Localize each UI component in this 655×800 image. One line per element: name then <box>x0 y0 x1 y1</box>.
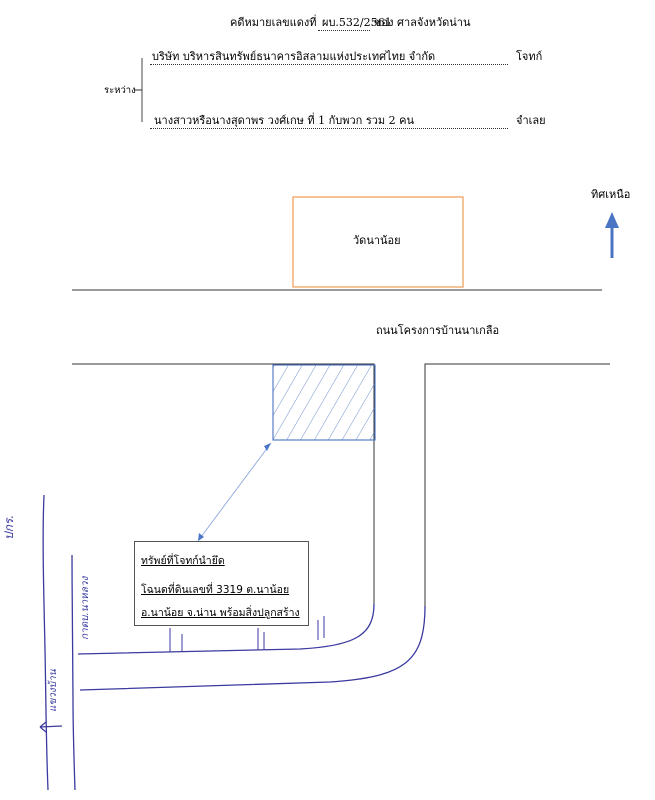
court-label: ของ ศาลจังหวัดน่าน <box>374 16 471 29</box>
property-parcel <box>272 364 376 441</box>
property-note-line1: โฉนดที่ดินเลขที่ 3319 ต.นาน้อย <box>141 584 290 596</box>
plaintiff-name: บริษัท บริหารสินทรัพย์ธนาคารอิสลามแห่งปร… <box>152 50 436 63</box>
case-number-dotline <box>318 30 370 31</box>
property-note-line2: อ.นาน้อย จ.น่าน พร้อมสิ่งปลูกสร้าง <box>141 607 300 619</box>
property-note-title: ทรัพย์ที่โจทก์นำยึด <box>141 555 225 567</box>
left-arrow-icon <box>39 721 63 733</box>
plaintiff-dotline <box>150 64 508 65</box>
road-bottom-left <box>72 363 375 604</box>
between-bracket <box>134 58 143 122</box>
defendant-name: นางสาวหรือนางสุดาพร วงศ์เกษ ที่ 1 กับพวก… <box>154 114 415 127</box>
property-note-box: ทรัพย์ที่โจทก์นำยึด โฉนดที่ดินเลขที่ 331… <box>134 541 309 626</box>
defendant-role: จำเลย <box>516 114 546 127</box>
hand-label-left: ปกร. <box>2 514 16 540</box>
hand-label-bottom: แขวงบ้าน <box>48 669 59 712</box>
north-label: ทิศเหนือ <box>591 188 631 201</box>
left-road-line-1 <box>42 494 49 791</box>
between-label: ระหว่าง <box>104 85 136 96</box>
road-bottom-right <box>424 363 610 606</box>
hand-label-road: กาดบ.นาหลวง <box>80 576 91 640</box>
road-label: ถนนโครงการบ้านนาเกลือ <box>376 324 500 337</box>
pointer-arrowhead-top <box>264 443 271 451</box>
north-arrowhead-icon <box>605 212 619 228</box>
plaintiff-role: โจทก์ <box>516 50 543 63</box>
side-road-outer <box>79 605 426 691</box>
temple-box <box>292 196 464 288</box>
temple-label: วัดนาน้อย <box>353 234 401 247</box>
case-number: ผบ.532/2561 <box>322 16 392 29</box>
pointer-arrowhead-bottom <box>198 533 204 541</box>
side-road-inner <box>77 603 375 655</box>
tick-marks <box>169 616 325 652</box>
defendant-dotline <box>150 128 508 129</box>
case-label: คดีหมายเลขแดงที่ <box>230 16 317 29</box>
pointer-line <box>197 442 272 542</box>
left-road-line-2 <box>71 554 76 791</box>
